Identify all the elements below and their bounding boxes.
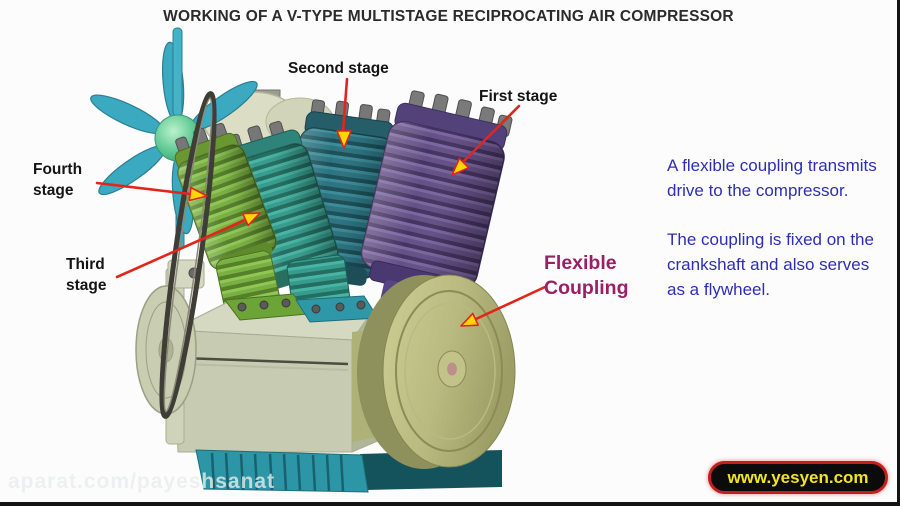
label-flexible-coupling: Flexible Coupling [544,252,629,299]
arrow-third-stage [115,212,261,279]
info-paragraph-2: The coupling is fixed on the crankshaft … [667,230,874,299]
label-third-stage: Third stage [66,256,107,294]
label-fourth-stage: Fourth stage [33,161,83,199]
drive-belt [159,91,217,419]
flywheel-coupling [352,274,516,469]
arrow-second-stage [336,77,352,149]
label-second-stage: Second stage [288,60,389,77]
info-paragraph-1: A flexible coupling transmits drive to t… [667,156,877,200]
arrow-fourth-stage [95,181,208,202]
page-title: WORKING OF A V-TYPE MULTISTAGE RECIPROCA… [163,8,734,25]
arrow-flexible-coupling [460,285,547,327]
site-badge: www.yesyen.com [708,461,888,494]
cylinder-first-stage [360,90,513,315]
label-first-stage: First stage [479,88,558,105]
mounting-plates [224,293,379,323]
info-text: A flexible coupling transmits drive to t… [667,153,879,326]
faint-watermark: aparat.com/payeshsanat [8,470,276,493]
arrow-first-stage [451,104,521,176]
